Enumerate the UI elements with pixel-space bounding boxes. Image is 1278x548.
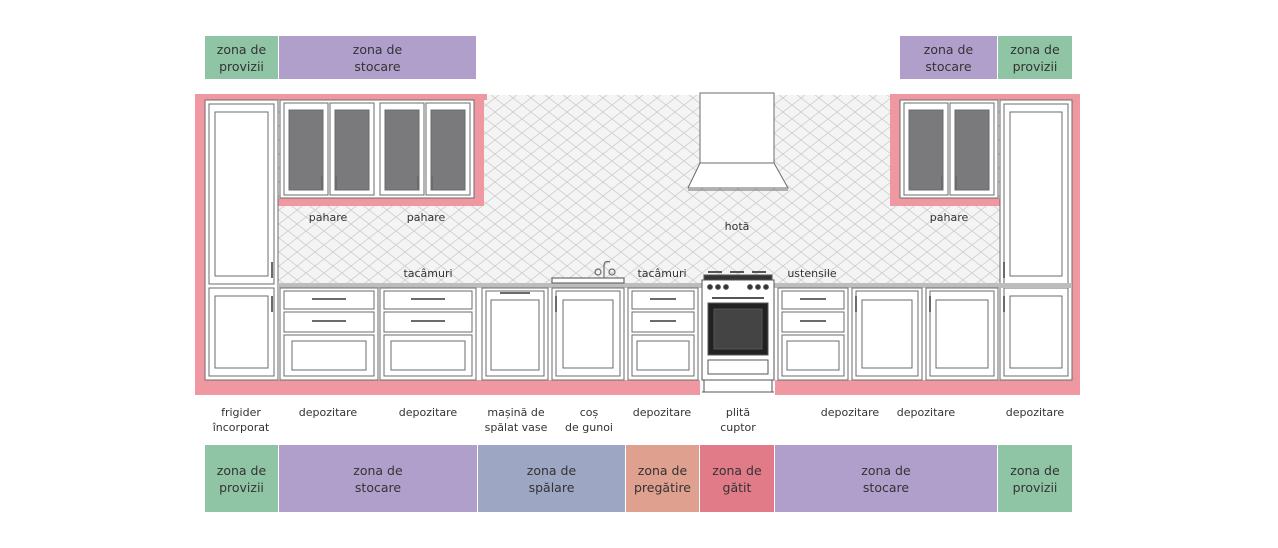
- label-pahare-1: pahare: [308, 211, 348, 224]
- label-plita-cuptor: plită cuptor: [720, 406, 756, 434]
- label-tacamuri-1: tacâmuri: [403, 267, 453, 280]
- zone-stocare-top-left: zona de stocare: [279, 36, 476, 79]
- tall-unit-left: [204, 99, 279, 381]
- label-depozitare-3: depozitare: [632, 406, 692, 419]
- label-depozitare-6: depozitare: [1005, 406, 1065, 419]
- upper-cabinets-right: [899, 99, 999, 199]
- zone-stocare-bottom-left: zona de stocare: [279, 445, 477, 512]
- label-depozitare-5: depozitare: [896, 406, 956, 419]
- label-masina-spalat: mașină de spălat vase: [484, 406, 548, 434]
- countertop: [278, 283, 1072, 288]
- base-cabinets: [279, 287, 999, 381]
- range-hood: [687, 92, 789, 191]
- zone-spalare: zona de spălare: [478, 445, 625, 512]
- zone-pregatire: zona de pregătire: [626, 445, 699, 512]
- zone-provizii-bottom-right: zona de provizii: [998, 445, 1072, 512]
- upper-cabinets-left: [279, 99, 475, 199]
- zone-provizii-top-right: zona de provizii: [998, 36, 1072, 79]
- label-pahare-2: pahare: [406, 211, 446, 224]
- stove-oven: [701, 271, 775, 393]
- label-ustensile: ustensile: [787, 267, 837, 280]
- zone-gatit: zona de gătit: [700, 445, 774, 512]
- label-frigider: frigider încorporat: [212, 406, 270, 434]
- label-pahare-3: pahare: [929, 211, 969, 224]
- zone-outlines: [195, 94, 1080, 395]
- label-depozitare-1: depozitare: [298, 406, 358, 419]
- label-hota: hotă: [724, 220, 750, 233]
- label-cos-gunoi: coș de gunoi: [565, 406, 613, 434]
- tall-unit-right: [999, 99, 1073, 381]
- sink-faucet: [551, 260, 625, 284]
- label-depozitare-4: depozitare: [820, 406, 880, 419]
- zone-provizii-bottom-left: zona de provizii: [205, 445, 278, 512]
- zone-stocare-top-right: zona de stocare: [900, 36, 997, 79]
- label-tacamuri-2: tacâmuri: [637, 267, 687, 280]
- zone-stocare-bottom-right: zona de stocare: [775, 445, 997, 512]
- label-depozitare-2: depozitare: [398, 406, 458, 419]
- zone-provizii-top-left: zona de provizii: [205, 36, 278, 79]
